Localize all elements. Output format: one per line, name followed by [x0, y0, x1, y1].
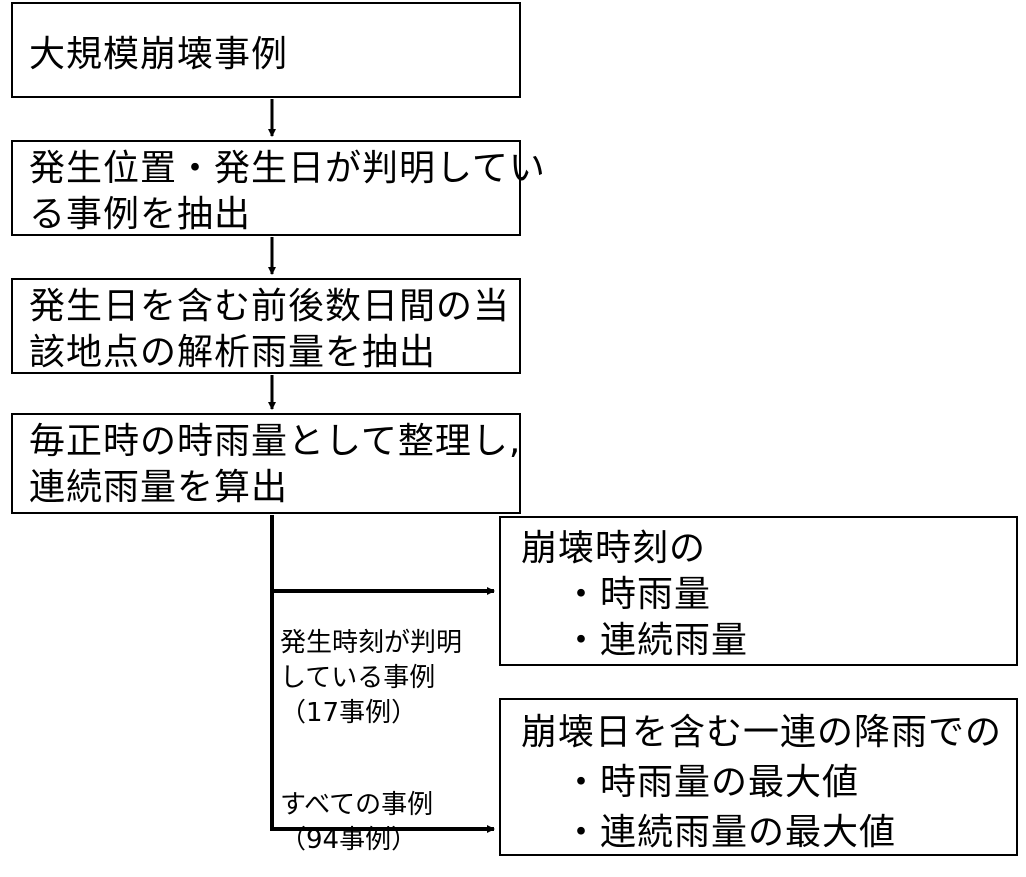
- step-3-line-2: 該地点の解析雨量を抽出: [29, 332, 437, 373]
- branch-2-line-2: （94事例）: [280, 825, 418, 855]
- step-2-line-2: る事例を抽出: [29, 194, 252, 235]
- step-4-line-2: 連続雨量を算出: [29, 467, 289, 508]
- branch-1-line-3: （17事例）: [280, 698, 418, 728]
- output-box-max-rainfall: 崩壊日を含む一連の降雨での ・時雨量の最大値 ・連続雨量の最大値: [499, 698, 1018, 856]
- step-box-3: 発生日を含む前後数日間の当 該地点の解析雨量を抽出: [11, 278, 521, 374]
- step-1-line-1: 大規模崩壊事例: [29, 34, 289, 75]
- branch-2-line-1: すべての事例: [280, 790, 434, 820]
- branch-1-line-1: 発生時刻が判明: [280, 628, 463, 658]
- step-3-line-1: 発生日を含む前後数日間の当: [29, 286, 511, 327]
- output-2-item-1: ・時雨量の最大値: [563, 762, 860, 803]
- branch-label-all-cases: すべての事例 （94事例）: [280, 788, 433, 858]
- step-box-1: 大規模崩壊事例: [11, 2, 521, 98]
- step-box-2: 発生位置・発生日が判明してい る事例を抽出: [11, 140, 546, 236]
- step-box-4: 毎正時の時雨量として整理し, 連続雨量を算出: [11, 413, 521, 514]
- output-1-item-2: ・連続雨量: [563, 620, 749, 661]
- output-2-heading: 崩壊日を含む一連の降雨での: [521, 712, 1003, 753]
- output-1-item-1: ・時雨量: [563, 574, 712, 615]
- output-2-item-2: ・連続雨量の最大値: [563, 812, 897, 853]
- step-4-line-1: 毎正時の時雨量として整理し,: [29, 421, 522, 462]
- step-2-line-1: 発生位置・発生日が判明してい: [29, 148, 546, 189]
- branch-label-known-time: 発生時刻が判明 している事例 （17事例）: [280, 626, 462, 731]
- branch-1-line-2: している事例: [280, 663, 436, 693]
- output-box-collapse-time: 崩壊時刻の ・時雨量 ・連続雨量: [499, 516, 1018, 666]
- output-1-heading: 崩壊時刻の: [521, 528, 707, 569]
